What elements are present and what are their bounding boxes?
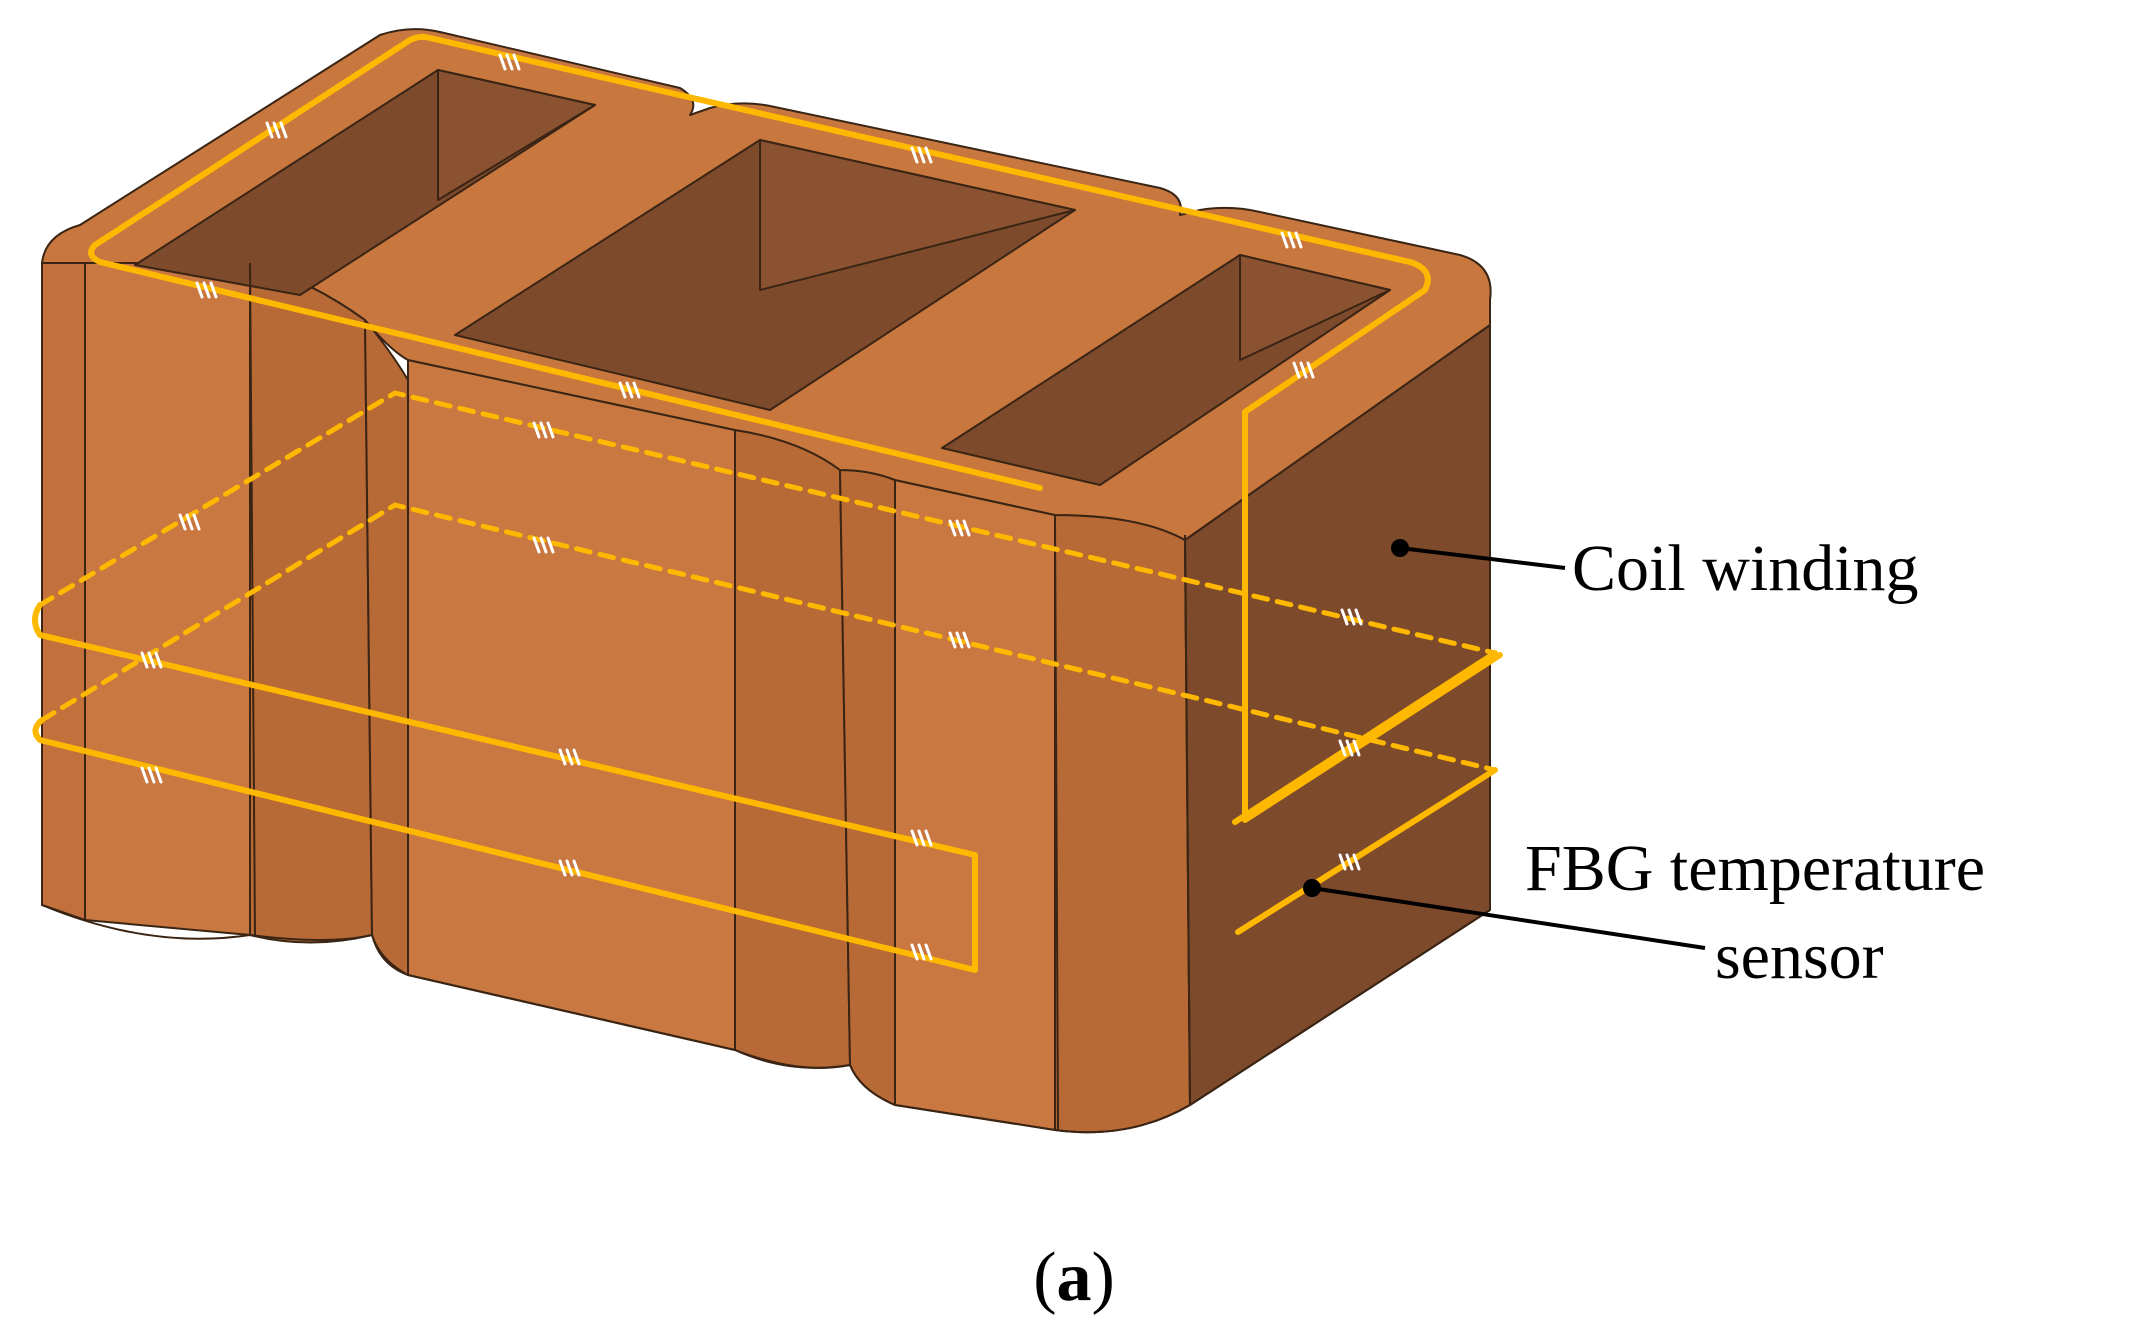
- grating-mark: [532, 536, 555, 554]
- coil-winding-body: [41, 28, 1492, 1134]
- left-lobe-bulge: [249, 262, 373, 944]
- middle-window-inner: [759, 139, 1076, 291]
- right-lobe-left: [839, 469, 896, 1106]
- grating-mark: [948, 519, 971, 537]
- coil-callout-leader: [1399, 546, 1566, 570]
- grating-mark: [265, 121, 288, 139]
- coil-winding-label: Coil winding: [1572, 532, 1919, 605]
- grating-mark: [1338, 853, 1361, 871]
- grating-mark: [910, 829, 933, 847]
- caption-close-paren: ): [1092, 1239, 1115, 1316]
- right-lobe-bulge: [1054, 514, 1191, 1134]
- grating-mark: [498, 53, 521, 71]
- grating-mark: [558, 748, 581, 766]
- grating-mark: [1292, 361, 1315, 379]
- vertical-edges: [84, 262, 1491, 1131]
- coil-callout: Coil winding: [1391, 532, 1919, 605]
- grating-marks: [140, 53, 1363, 961]
- grating-mark: [178, 513, 201, 531]
- grating-mark: [1338, 739, 1361, 757]
- bottom-contour: [41, 904, 1491, 1134]
- caption-open-paren: (: [1033, 1239, 1056, 1316]
- fiber-front-sweep: [32, 602, 978, 973]
- right-column-front: [894, 479, 1056, 1131]
- middle-lobe-right: [734, 429, 851, 1069]
- middle-lobe-left: [364, 319, 409, 976]
- figure-caption: (a): [1033, 1239, 1115, 1316]
- grating-mark: [948, 631, 971, 649]
- fiber-top-loop: [88, 33, 1503, 823]
- left-window-inner: [437, 69, 596, 201]
- sensor-label-line1: FBG temperature: [1525, 832, 1985, 905]
- caption-letter: a: [1057, 1239, 1092, 1316]
- fbg-fiber-hidden: [37, 390, 1498, 773]
- middle-column-front: [407, 359, 736, 1051]
- grating-mark: [618, 381, 641, 399]
- fbg-sensor-fiber: [32, 33, 1503, 973]
- grating-mark: [1340, 608, 1363, 626]
- grating-mark: [532, 421, 555, 439]
- sensor-callout: FBG temperature sensor: [1303, 832, 1985, 993]
- grating-mark: [910, 943, 933, 961]
- sensor-callout-leader: [1311, 886, 1706, 950]
- grating-mark: [195, 281, 218, 299]
- sensor-label-line2: sensor: [1715, 920, 1884, 993]
- grating-mark: [140, 766, 163, 784]
- grating-mark: [140, 651, 163, 669]
- right-window-inner: [1239, 254, 1391, 361]
- grating-mark: [1280, 231, 1303, 249]
- left-column-front: [84, 262, 251, 936]
- fiber-front-loop: [1232, 650, 1498, 935]
- grating-mark: [910, 146, 933, 164]
- grating-mark: [558, 859, 581, 877]
